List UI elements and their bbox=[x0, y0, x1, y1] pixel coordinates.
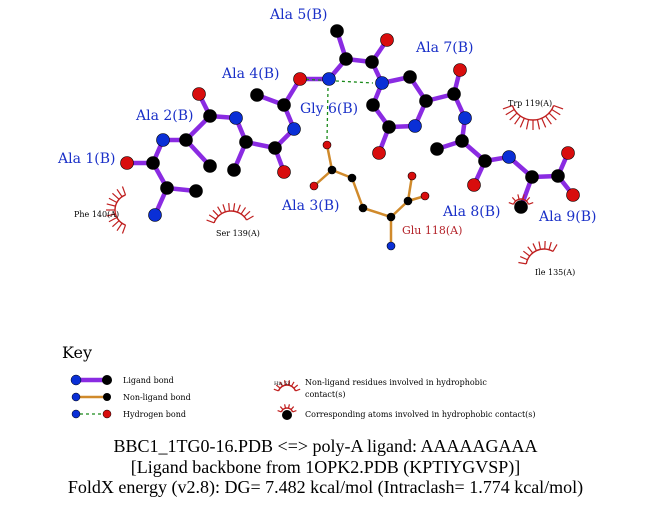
caption-backbone: [Ligand backbone from 1OPK2.PDB (KPTIYGV… bbox=[130, 457, 521, 477]
label-ala9: Ala 9(B) bbox=[538, 209, 597, 225]
label-trp119: Trp 119(A) bbox=[508, 99, 552, 108]
ser139-contact-arc bbox=[206, 203, 254, 224]
label-ala1: Ala 1(B) bbox=[57, 151, 116, 167]
phe140-contact-arc bbox=[106, 186, 127, 234]
key-ligand-bond-label: Ligand bond bbox=[123, 376, 174, 385]
ala9-contact-atom-arc bbox=[508, 194, 534, 205]
key-hydrogen-bond-label: Hydrogen bond bbox=[123, 410, 186, 419]
hydrophobic-contacts bbox=[106, 104, 564, 265]
label-phe140: Phe 140(A) bbox=[74, 210, 119, 219]
label-ser139: Ser 139(A) bbox=[216, 229, 260, 238]
label-glu118: Glu 118(A) bbox=[402, 224, 462, 237]
key-nonligand-residues-line2: contact(s) bbox=[305, 390, 345, 399]
key-hydrogen-bond-sample bbox=[71, 409, 112, 419]
label-ala3: Ala 3(B) bbox=[281, 198, 340, 214]
key-nonligand-bond-sample bbox=[71, 392, 111, 402]
caption-energy: FoldX energy (v2.8): DG= 7.482 kcal/mol … bbox=[67, 477, 584, 497]
key-nonligand-bond-label: Non-ligand bond bbox=[123, 393, 191, 402]
trp119-contact-arc bbox=[502, 104, 564, 130]
key-nonligand-residue-sample bbox=[273, 380, 301, 392]
label-ala8: Ala 8(B) bbox=[442, 204, 501, 220]
key-sample-residue-name: His 53 bbox=[274, 381, 290, 387]
label-gly6: Gly 6(B) bbox=[300, 101, 358, 117]
key-title: Key bbox=[62, 343, 92, 362]
ile135-contact-arc bbox=[518, 240, 558, 265]
key-nonligand-residues-label: Non-ligand residues involved in hydropho… bbox=[305, 378, 489, 399]
key-residue-arc-icon bbox=[273, 380, 301, 392]
label-ala5: Ala 5(B) bbox=[269, 7, 328, 23]
label-ala2: Ala 2(B) bbox=[135, 108, 194, 124]
label-ala4: Ala 4(B) bbox=[221, 66, 280, 82]
label-ile135: Ile 135(A) bbox=[535, 268, 575, 277]
key-corresponding-atoms-label: Corresponding atoms involved in hydropho… bbox=[305, 410, 536, 419]
atoms bbox=[120, 24, 580, 251]
residue-labels: Ala 1(B) Ala 2(B) Ala 3(B) Ala 4(B) Ala … bbox=[57, 7, 597, 237]
hydrophobic-residue-labels: Phe 140(A) Ser 139(A) Trp 119(A) Ile 135… bbox=[74, 99, 575, 277]
key-ligand-bond-sample bbox=[70, 374, 112, 386]
hydrogen-bonds bbox=[299, 78, 374, 141]
label-ala7: Ala 7(B) bbox=[415, 40, 474, 56]
key-legend: Key Ligand bond Non-ligand bond Hydrogen… bbox=[62, 343, 536, 420]
key-atom-arc-icon bbox=[277, 404, 297, 413]
key-nonligand-residues-line1: Non-ligand residues involved in hydropho… bbox=[305, 378, 487, 387]
caption-title: BBC1_1TG0-16.PDB <=> poly-A ligand: AAAA… bbox=[113, 436, 538, 456]
key-atom-dot bbox=[282, 410, 292, 420]
key-corresponding-atom-sample bbox=[277, 404, 297, 420]
